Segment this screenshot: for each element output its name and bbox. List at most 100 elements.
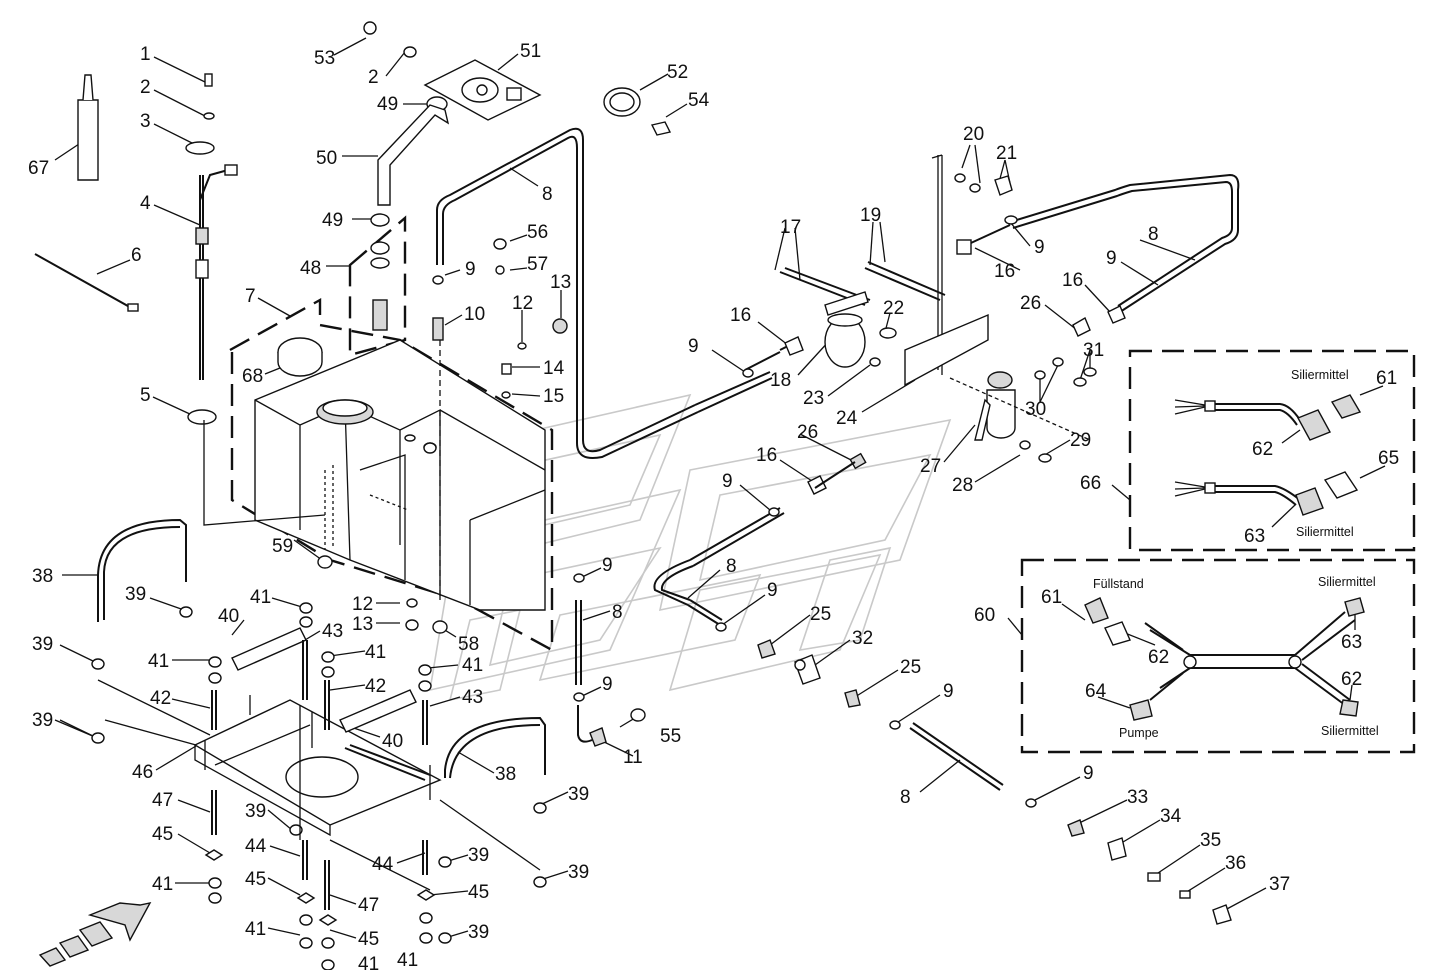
label-39h: 39 bbox=[468, 922, 489, 943]
label-39b: 39 bbox=[32, 634, 53, 655]
detail-box-60 bbox=[1020, 558, 1416, 754]
label-9h: 9 bbox=[767, 580, 778, 601]
label-3: 3 bbox=[140, 111, 151, 132]
label-19: 19 bbox=[860, 205, 881, 226]
label-45b: 45 bbox=[245, 869, 266, 890]
label-57: 57 bbox=[527, 254, 548, 275]
label-32: 32 bbox=[852, 628, 873, 649]
label-53: 53 bbox=[314, 48, 335, 69]
label-9e: 9 bbox=[1106, 248, 1117, 269]
filter-group bbox=[779, 154, 1126, 463]
callout-labels: 1 2 3 4 5 6 67 7 68 53 2 51 49 50 52 54 … bbox=[28, 41, 1399, 970]
label-45c: 45 bbox=[358, 929, 379, 950]
filler-assembly bbox=[363, 21, 672, 454]
label-31: 31 bbox=[1083, 340, 1104, 361]
label-9g: 9 bbox=[722, 471, 733, 492]
pumpe-text: Pumpe bbox=[1119, 726, 1159, 740]
label-41d: 41 bbox=[365, 642, 386, 663]
label-37: 37 bbox=[1269, 874, 1290, 895]
label-47a: 47 bbox=[152, 790, 173, 811]
label-43a: 43 bbox=[322, 621, 343, 642]
label-5: 5 bbox=[140, 385, 151, 406]
label-39a: 39 bbox=[125, 584, 146, 605]
label-59: 59 bbox=[272, 536, 293, 557]
level-sensor bbox=[185, 73, 326, 526]
direction-arrow-icon bbox=[38, 902, 152, 967]
label-45d: 45 bbox=[468, 882, 489, 903]
label-1: 1 bbox=[140, 44, 151, 65]
label-41b: 41 bbox=[148, 651, 169, 672]
label-18: 18 bbox=[770, 370, 791, 391]
leader-lines bbox=[54, 37, 1386, 939]
label-49a: 49 bbox=[377, 94, 398, 115]
label-41a: 41 bbox=[250, 587, 271, 608]
label-45a: 45 bbox=[152, 824, 173, 845]
label-22: 22 bbox=[883, 298, 904, 319]
label-33: 33 bbox=[1127, 787, 1148, 808]
label-65: 65 bbox=[1378, 448, 1399, 469]
label-39d: 39 bbox=[568, 784, 589, 805]
label-9f: 9 bbox=[688, 336, 699, 357]
label-42a: 42 bbox=[150, 688, 171, 709]
label-41e: 41 bbox=[462, 655, 483, 676]
label-38a: 38 bbox=[32, 566, 53, 587]
label-9c: 9 bbox=[602, 674, 613, 695]
label-30: 30 bbox=[1025, 399, 1046, 420]
label-68: 68 bbox=[242, 366, 263, 387]
label-12b: 12 bbox=[352, 594, 373, 615]
label-16d: 16 bbox=[756, 445, 777, 466]
drain-hose bbox=[573, 573, 646, 747]
label-66: 66 bbox=[1080, 473, 1101, 494]
label-29: 29 bbox=[1070, 430, 1091, 451]
siliermittel-61-text: Siliermittel bbox=[1291, 368, 1349, 382]
label-39g: 39 bbox=[568, 862, 589, 883]
label-9i: 9 bbox=[943, 681, 954, 702]
label-40a: 40 bbox=[218, 606, 239, 627]
label-46: 46 bbox=[132, 762, 153, 783]
label-42b: 42 bbox=[365, 676, 386, 697]
label-54: 54 bbox=[688, 90, 710, 111]
label-9b: 9 bbox=[602, 555, 613, 576]
label-36: 36 bbox=[1225, 853, 1246, 874]
label-28: 28 bbox=[952, 475, 973, 496]
label-12a: 12 bbox=[512, 293, 533, 314]
label-61b: 61 bbox=[1041, 587, 1062, 608]
label-39e: 39 bbox=[245, 801, 266, 822]
label-11: 11 bbox=[623, 747, 643, 768]
label-4: 4 bbox=[140, 193, 151, 214]
label-13b: 13 bbox=[352, 614, 373, 635]
label-43b: 43 bbox=[462, 687, 483, 708]
tank-body bbox=[254, 339, 546, 611]
label-9j: 9 bbox=[1083, 763, 1094, 784]
label-8d: 8 bbox=[726, 556, 737, 577]
label-52: 52 bbox=[667, 62, 688, 83]
fuellstand-text: Füllstand bbox=[1093, 577, 1144, 591]
label-24: 24 bbox=[836, 408, 858, 429]
label-25a: 25 bbox=[810, 604, 831, 625]
label-16c: 16 bbox=[730, 305, 751, 326]
label-8e: 8 bbox=[900, 787, 911, 808]
label-41f: 41 bbox=[245, 919, 266, 940]
siliermittel-60-top-text: Siliermittel bbox=[1318, 575, 1376, 589]
label-8a: 8 bbox=[542, 184, 553, 205]
label-44b: 44 bbox=[372, 854, 394, 875]
label-64: 64 bbox=[1085, 681, 1107, 702]
cartridge bbox=[77, 74, 99, 181]
label-2: 2 bbox=[140, 77, 151, 98]
label-7: 7 bbox=[245, 286, 256, 307]
label-25b: 25 bbox=[900, 657, 921, 678]
siliermittel-63-text: Siliermittel bbox=[1296, 525, 1354, 539]
label-62b: 62 bbox=[1148, 647, 1169, 668]
label-62c: 62 bbox=[1341, 669, 1362, 690]
label-16b: 16 bbox=[1062, 270, 1083, 291]
mounting-frame bbox=[97, 518, 546, 837]
label-9a: 9 bbox=[465, 259, 476, 280]
label-67: 67 bbox=[28, 158, 49, 179]
frame-hardware bbox=[91, 555, 547, 970]
hose-assembly-middle bbox=[653, 336, 1232, 925]
label-10: 10 bbox=[464, 304, 485, 325]
label-41h: 41 bbox=[397, 950, 418, 970]
label-41c: 41 bbox=[152, 874, 173, 895]
label-14: 14 bbox=[543, 358, 565, 379]
label-63b: 63 bbox=[1341, 632, 1362, 653]
